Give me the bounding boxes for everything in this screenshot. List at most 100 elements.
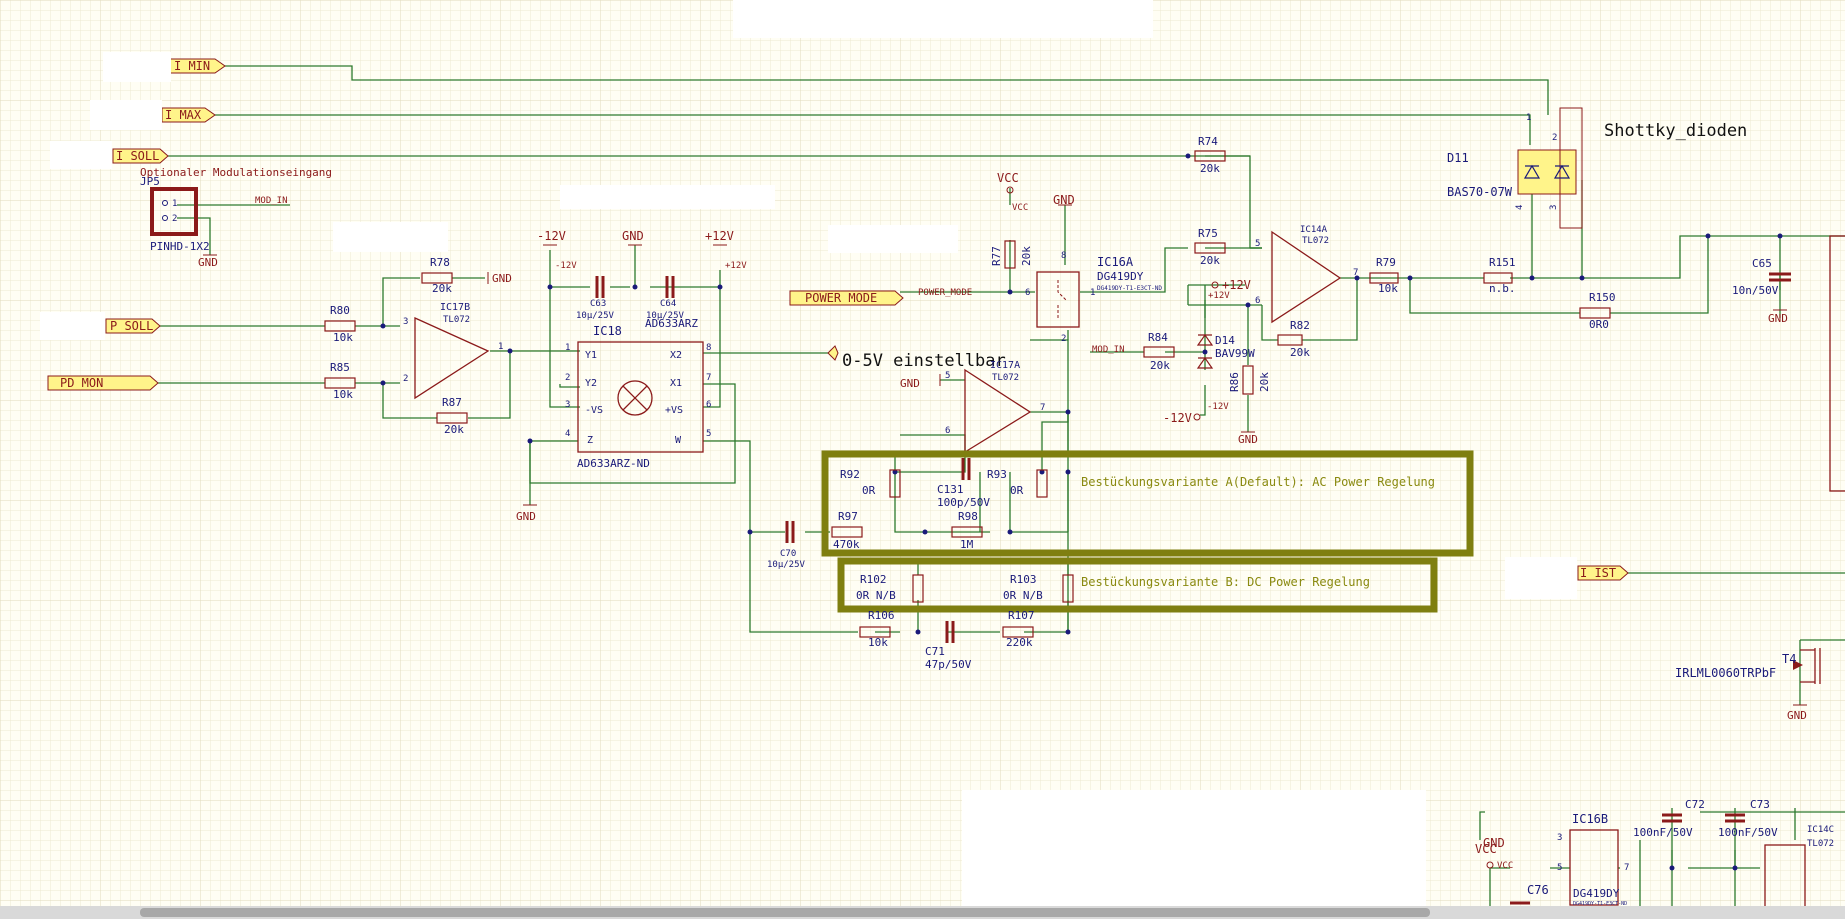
resistor-r93[interactable]: R93 0R bbox=[987, 468, 1048, 498]
capacitor-c72[interactable]: C72 100nF/50V bbox=[1633, 798, 1705, 839]
svg-text:20k: 20k bbox=[1020, 246, 1033, 266]
gnd-ic16a: GND bbox=[1053, 193, 1075, 207]
svg-text:20k: 20k bbox=[432, 282, 452, 295]
diode-d11[interactable]: 1 2 4 3 D11 BAS70-07W bbox=[1447, 107, 1583, 229]
svg-text:X1: X1 bbox=[670, 378, 682, 389]
svg-text:-12V: -12V bbox=[537, 229, 566, 243]
svg-text:R103: R103 bbox=[1010, 573, 1037, 586]
gnd-t4: GND bbox=[1787, 704, 1807, 722]
svg-text:2: 2 bbox=[403, 374, 408, 384]
transistor-t4[interactable]: T4 IRLML0060TRPbF bbox=[1675, 648, 1821, 684]
svg-text:Y1: Y1 bbox=[585, 350, 597, 361]
port-p-soll[interactable]: P_SOLL bbox=[105, 318, 161, 334]
resistor-r107[interactable]: R107 220k bbox=[1002, 609, 1035, 649]
opamp-ic17b[interactable]: IC17B TL072 3 2 1 bbox=[403, 302, 503, 400]
redaction-i-min bbox=[103, 52, 171, 82]
svg-text:TL072: TL072 bbox=[443, 315, 470, 325]
opamp-ic14a[interactable]: IC14A TL072 5 6 7 bbox=[1255, 225, 1358, 324]
capacitor-c73[interactable]: C73 100nF/50V bbox=[1718, 798, 1778, 839]
resistor-r82[interactable]: R82 20k bbox=[1277, 319, 1310, 359]
redaction-i-soll bbox=[50, 141, 112, 169]
svg-text:VCC: VCC bbox=[1497, 861, 1513, 871]
resistor-r98[interactable]: R98 1M bbox=[951, 510, 983, 551]
resistor-r92[interactable]: R92 0R bbox=[840, 468, 901, 498]
opamp-ic17a[interactable]: IC17A TL072 5 6 7 bbox=[945, 360, 1045, 454]
svg-text:IC16A: IC16A bbox=[1097, 255, 1134, 269]
switch-ic16b[interactable]: IC16B DG419DY DG419DY-T1-E3CT-ND 3 5 7 bbox=[1557, 812, 1629, 907]
resistor-r103[interactable]: R103 0R N/B bbox=[1003, 573, 1074, 603]
svg-text:R150: R150 bbox=[1589, 291, 1616, 304]
svg-text:1: 1 bbox=[1090, 288, 1095, 298]
svg-text:7: 7 bbox=[706, 373, 711, 383]
port-pd-mon[interactable]: PD_MON bbox=[47, 375, 159, 391]
resistor-r78[interactable]: R78 20k bbox=[421, 256, 453, 295]
svg-text:6: 6 bbox=[706, 400, 711, 410]
svg-text:+12V: +12V bbox=[725, 261, 747, 271]
port-i-soll[interactable]: I_SOLL bbox=[112, 148, 169, 164]
capacitor-c64[interactable]: C64 10µ/25V bbox=[646, 276, 685, 321]
capacitor-c76[interactable]: C76 bbox=[1510, 883, 1549, 905]
svg-text:4: 4 bbox=[565, 429, 570, 439]
svg-text:5: 5 bbox=[706, 429, 711, 439]
jp5-header[interactable]: 1 2 JP5 PINHD-1X2 bbox=[140, 175, 210, 253]
svg-text:GND: GND bbox=[1238, 433, 1258, 446]
net-label-power-mode: POWER_MODE bbox=[918, 288, 972, 298]
svg-text:T4: T4 bbox=[1782, 652, 1796, 666]
svg-text:X2: X2 bbox=[670, 350, 682, 361]
resistor-r87[interactable]: R87 20k bbox=[436, 396, 468, 436]
redaction-center bbox=[828, 225, 958, 253]
port-i-ist[interactable]: I_IST bbox=[1577, 565, 1629, 581]
resistor-r79[interactable]: R79 10k bbox=[1369, 256, 1399, 295]
gnd-ic17a: GND bbox=[900, 374, 941, 390]
resistor-r151[interactable]: R151 n.b. bbox=[1483, 256, 1516, 295]
gnd-jp5: GND bbox=[198, 254, 218, 269]
port-i-max[interactable]: I_MAX bbox=[161, 107, 216, 123]
svg-text:0R0: 0R0 bbox=[1589, 318, 1609, 331]
resistor-r106[interactable]: R106 10k bbox=[859, 609, 895, 649]
svg-text:POWER_MODE: POWER_MODE bbox=[805, 291, 877, 305]
capacitor-c65[interactable]: C65 10n/50V bbox=[1732, 257, 1791, 297]
svg-text:20k: 20k bbox=[444, 423, 464, 436]
redaction-i-ist bbox=[1505, 557, 1577, 599]
svg-text:10µ/25V: 10µ/25V bbox=[646, 311, 685, 321]
resistor-r97[interactable]: R97 470k bbox=[831, 510, 863, 551]
svg-text:1: 1 bbox=[172, 199, 177, 209]
svg-text:10k: 10k bbox=[868, 636, 888, 649]
scrollbar-thumb[interactable] bbox=[140, 908, 1430, 917]
switch-ic16a[interactable]: IC16A DG419DY DG419DY-T1-E3CT-ND 6 1 8 2 bbox=[1025, 251, 1162, 344]
capacitor-c71[interactable]: C71 47p/50V bbox=[925, 621, 972, 671]
port-power-mode[interactable]: POWER_MODE bbox=[789, 290, 904, 306]
resistor-r150[interactable]: R150 0R0 bbox=[1579, 291, 1616, 331]
resistor-r86[interactable]: R86 20k bbox=[1228, 365, 1271, 395]
svg-text:DG419DY: DG419DY bbox=[1573, 887, 1620, 900]
svg-text:3: 3 bbox=[1549, 205, 1559, 210]
svg-text:GND: GND bbox=[1768, 312, 1788, 325]
svg-text:C71: C71 bbox=[925, 645, 945, 658]
svg-text:2: 2 bbox=[172, 214, 177, 224]
svg-text:1: 1 bbox=[498, 342, 503, 352]
power-p12v-ic18: +12V +12V bbox=[705, 229, 747, 271]
resistor-r75[interactable]: R75 20k bbox=[1194, 227, 1226, 267]
resistor-r84[interactable]: R84 20k bbox=[1143, 331, 1175, 372]
resistor-r102[interactable]: R102 0R N/B bbox=[856, 573, 924, 603]
power-m12v-ic18: -12V -12V bbox=[537, 229, 577, 271]
diode-d14[interactable]: D14 BAV99W bbox=[1196, 333, 1255, 369]
capacitor-c131[interactable]: C131 100p/50V bbox=[937, 458, 990, 509]
port-0-5v[interactable] bbox=[827, 345, 839, 361]
port-i-min[interactable]: I_MIN bbox=[169, 58, 226, 74]
resistor-r80[interactable]: R80 10k bbox=[324, 304, 356, 344]
multiplier-ic18[interactable]: Y1 Y2 -VS Z X2 X1 +VS W IC18 AD633ARZ AD… bbox=[565, 317, 711, 470]
svg-text:+VS: +VS bbox=[665, 405, 683, 416]
svg-text:VCC: VCC bbox=[1012, 203, 1028, 213]
capacitor-c63[interactable]: C63 10µ/25V bbox=[576, 276, 615, 321]
right-edge-component bbox=[1829, 235, 1845, 492]
resistor-r77[interactable]: R77 20k bbox=[990, 240, 1033, 269]
resistor-r74[interactable]: R74 20k bbox=[1194, 135, 1226, 175]
gnd-c65: GND bbox=[1768, 309, 1788, 325]
svg-text:3: 3 bbox=[565, 400, 570, 410]
capacitor-c70[interactable]: C70 10µ/25V bbox=[767, 521, 806, 570]
svg-text:C63: C63 bbox=[590, 299, 606, 309]
svg-text:+12V: +12V bbox=[705, 229, 734, 243]
resistor-r85[interactable]: R85 10k bbox=[324, 361, 356, 401]
